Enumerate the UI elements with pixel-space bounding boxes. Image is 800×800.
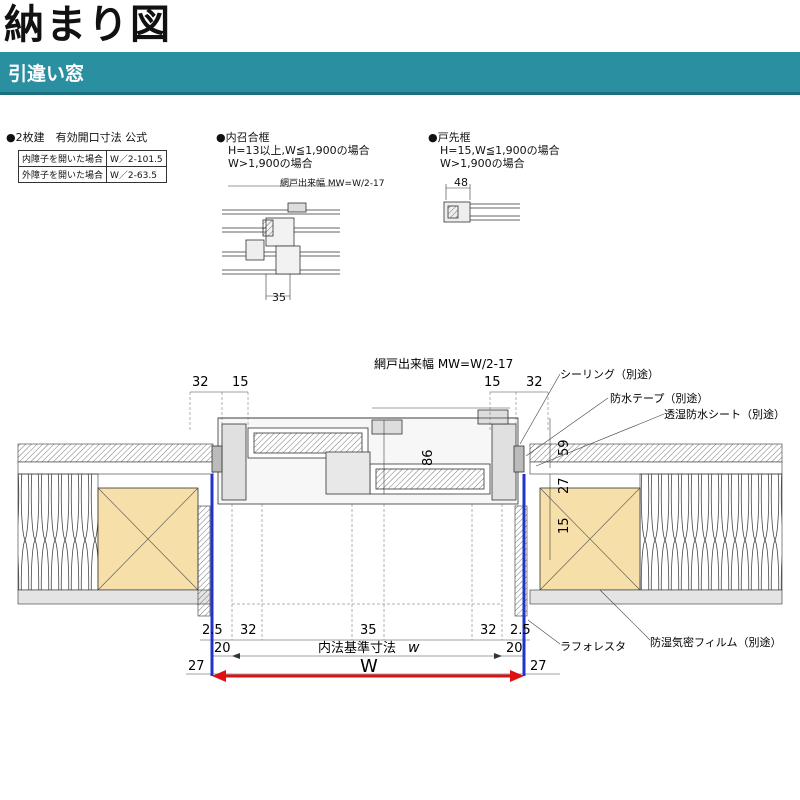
callout-vapor-film: 防湿気密フィルム（別途）: [650, 635, 782, 649]
dim-bottom-35: 35: [360, 623, 377, 638]
dim-top-right-15: 15: [484, 375, 501, 390]
dim-15: 15: [557, 517, 572, 534]
inner-frame-heading: ●内召合框: [216, 131, 270, 144]
dim-20-right: 20: [506, 641, 523, 656]
formula-heading: ●2枚建 有効開口寸法 公式: [6, 131, 148, 144]
dimension-lines: [186, 391, 560, 675]
door-frame-heading: ●戸先框: [428, 131, 471, 144]
dim-59: 59: [557, 439, 572, 456]
wall-left: [17, 443, 214, 617]
inner-frame-line2: W>1,900の場合: [228, 157, 313, 170]
formula-label-outer: 外障子を開いた場合: [17, 166, 108, 183]
dim-top-left-32: 32: [192, 375, 209, 390]
inner-frame-detail: [222, 185, 340, 300]
dim-bottom-32-right: 32: [480, 623, 497, 638]
width-arrow: [212, 670, 524, 682]
formula-value-outer: W／2-63.5: [106, 166, 167, 183]
dim-27-left: 27: [188, 659, 205, 674]
window-frame: [211, 409, 525, 505]
section-band: 引違い窓: [0, 52, 800, 92]
inner-frame-dim: 35: [272, 291, 286, 304]
dim-bottom-32-left: 32: [240, 623, 257, 638]
dim-top-left-15: 15: [232, 375, 249, 390]
inner-frame-line1: H=13以上,W≦1,900の場合: [228, 144, 370, 157]
dim-20-left: 20: [214, 641, 231, 656]
callout-sealing: シーリング（別途）: [560, 367, 659, 381]
dim-27-right: 27: [530, 659, 547, 674]
callout-moisture-sheet: 透湿防水シート（別途）: [664, 407, 785, 421]
table-row: 外障子を開いた場合 W／2-63.5: [17, 166, 167, 183]
callout-waterproof-tape: 防水テープ（別途）: [610, 391, 708, 405]
inner-std-label: 内法基準寸法: [318, 640, 396, 656]
door-frame-line1: H=15,W≦1,900の場合: [440, 144, 560, 157]
wall-right: [514, 443, 783, 617]
door-frame-dim: 48: [454, 176, 468, 189]
screen-width-label: 網戸出来幅 MW=W/2-17: [374, 356, 513, 371]
door-frame-line2: W>1,900の場合: [440, 157, 525, 170]
band-underline: [0, 92, 800, 95]
inner-std-arrow: [232, 653, 502, 659]
dim-86: 86: [421, 449, 436, 466]
section-subtitle: 引違い窓: [8, 63, 85, 85]
dim-bottom-2-5-left: 2.5: [202, 623, 223, 638]
guide-lines: [189, 392, 549, 640]
page-title: 納まり図: [4, 2, 172, 48]
formula-table: 内障子を開いた場合 W／2-101.5 外障子を開いた場合 W／2-63.5: [17, 150, 167, 183]
dim-bottom-2-5-right: 2.5: [510, 623, 531, 638]
dim-27: 27: [557, 477, 572, 494]
callout-lath: ラフォレスタ: [560, 640, 626, 653]
inner-frame-screen-label: 網戸出来幅 MW=W/2-17: [280, 179, 385, 189]
door-frame-detail: [443, 184, 520, 223]
dim-top-right-32: 32: [526, 375, 543, 390]
inner-std-symbol: w: [408, 640, 420, 656]
leader-lines: [519, 373, 665, 645]
width-label: W: [360, 656, 378, 677]
